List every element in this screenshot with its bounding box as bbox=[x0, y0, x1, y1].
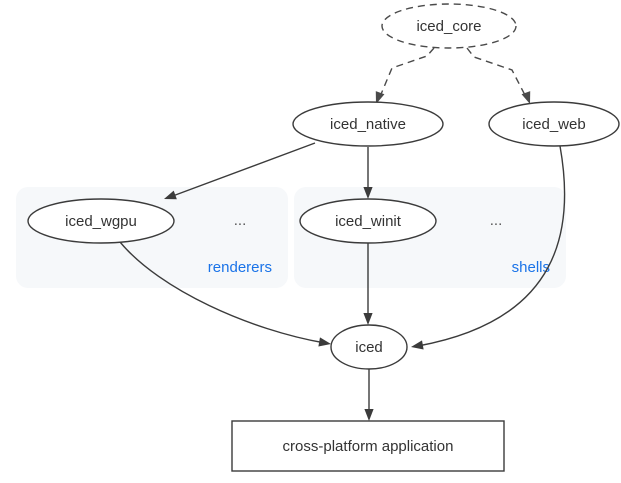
node-iced_wgpu[interactable]: iced_wgpu bbox=[27, 198, 175, 244]
edge-arrowhead-web-to-iced bbox=[411, 340, 424, 350]
node-shape-iced bbox=[330, 324, 408, 370]
edge-arrowhead-wgpu-to-iced bbox=[318, 337, 331, 347]
node-shape-iced_winit bbox=[299, 198, 437, 244]
edge-arrowhead-native-to-wgpu bbox=[164, 190, 177, 200]
cluster-ellipsis-renderers: ... bbox=[234, 212, 247, 229]
edge-winit-to-iced bbox=[363, 243, 373, 325]
edge-line-core-to-web bbox=[466, 47, 528, 100]
node-label-iced_native: iced_native bbox=[330, 116, 406, 133]
edge-line-native-to-wgpu bbox=[169, 142, 316, 198]
node-shape-app bbox=[231, 420, 505, 472]
edge-line-wgpu-to-iced bbox=[119, 241, 326, 344]
node-label-app: cross-platform application bbox=[283, 438, 454, 455]
node-shape-iced_web bbox=[488, 101, 620, 147]
edge-wgpu-to-iced bbox=[119, 241, 331, 347]
node-label-iced: iced bbox=[355, 339, 383, 356]
node-label-iced_wgpu: iced_wgpu bbox=[65, 213, 137, 230]
node-iced[interactable]: iced bbox=[330, 324, 408, 370]
edge-core-to-native bbox=[375, 47, 435, 104]
node-shape-iced_core bbox=[381, 3, 517, 49]
cluster-ellipsis-shells: ... bbox=[490, 212, 503, 229]
edge-native-to-wgpu bbox=[164, 142, 316, 200]
edge-web-to-iced bbox=[411, 145, 566, 350]
node-shape-iced_wgpu bbox=[27, 198, 175, 244]
cluster-label-renderers: renderers bbox=[208, 259, 272, 276]
edge-arrowhead-core-to-web bbox=[521, 91, 531, 104]
node-iced_core[interactable]: iced_core bbox=[381, 3, 517, 49]
edge-arrowhead-iced-to-app bbox=[364, 409, 374, 421]
node-label-iced_web: iced_web bbox=[522, 116, 585, 133]
node-app[interactable]: cross-platform application bbox=[231, 420, 505, 472]
cluster-label-shells: shells bbox=[512, 259, 550, 276]
edge-iced-to-app bbox=[364, 369, 374, 421]
node-iced_native[interactable]: iced_native bbox=[292, 101, 444, 147]
edge-arrowhead-winit-to-iced bbox=[363, 313, 373, 325]
node-label-iced_core: iced_core bbox=[416, 18, 481, 35]
edge-arrowhead-core-to-native bbox=[375, 91, 385, 104]
edge-line-core-to-native bbox=[378, 47, 435, 100]
node-iced_winit[interactable]: iced_winit bbox=[299, 198, 437, 244]
node-label-iced_winit: iced_winit bbox=[335, 213, 402, 230]
edge-core-to-web bbox=[466, 47, 531, 104]
node-iced_web[interactable]: iced_web bbox=[488, 101, 620, 147]
edge-native-to-winit bbox=[363, 147, 373, 199]
edges-layer bbox=[119, 47, 566, 421]
edge-line-web-to-iced bbox=[417, 145, 566, 347]
edge-arrowhead-native-to-winit bbox=[363, 187, 373, 199]
node-shape-iced_native bbox=[292, 101, 444, 147]
